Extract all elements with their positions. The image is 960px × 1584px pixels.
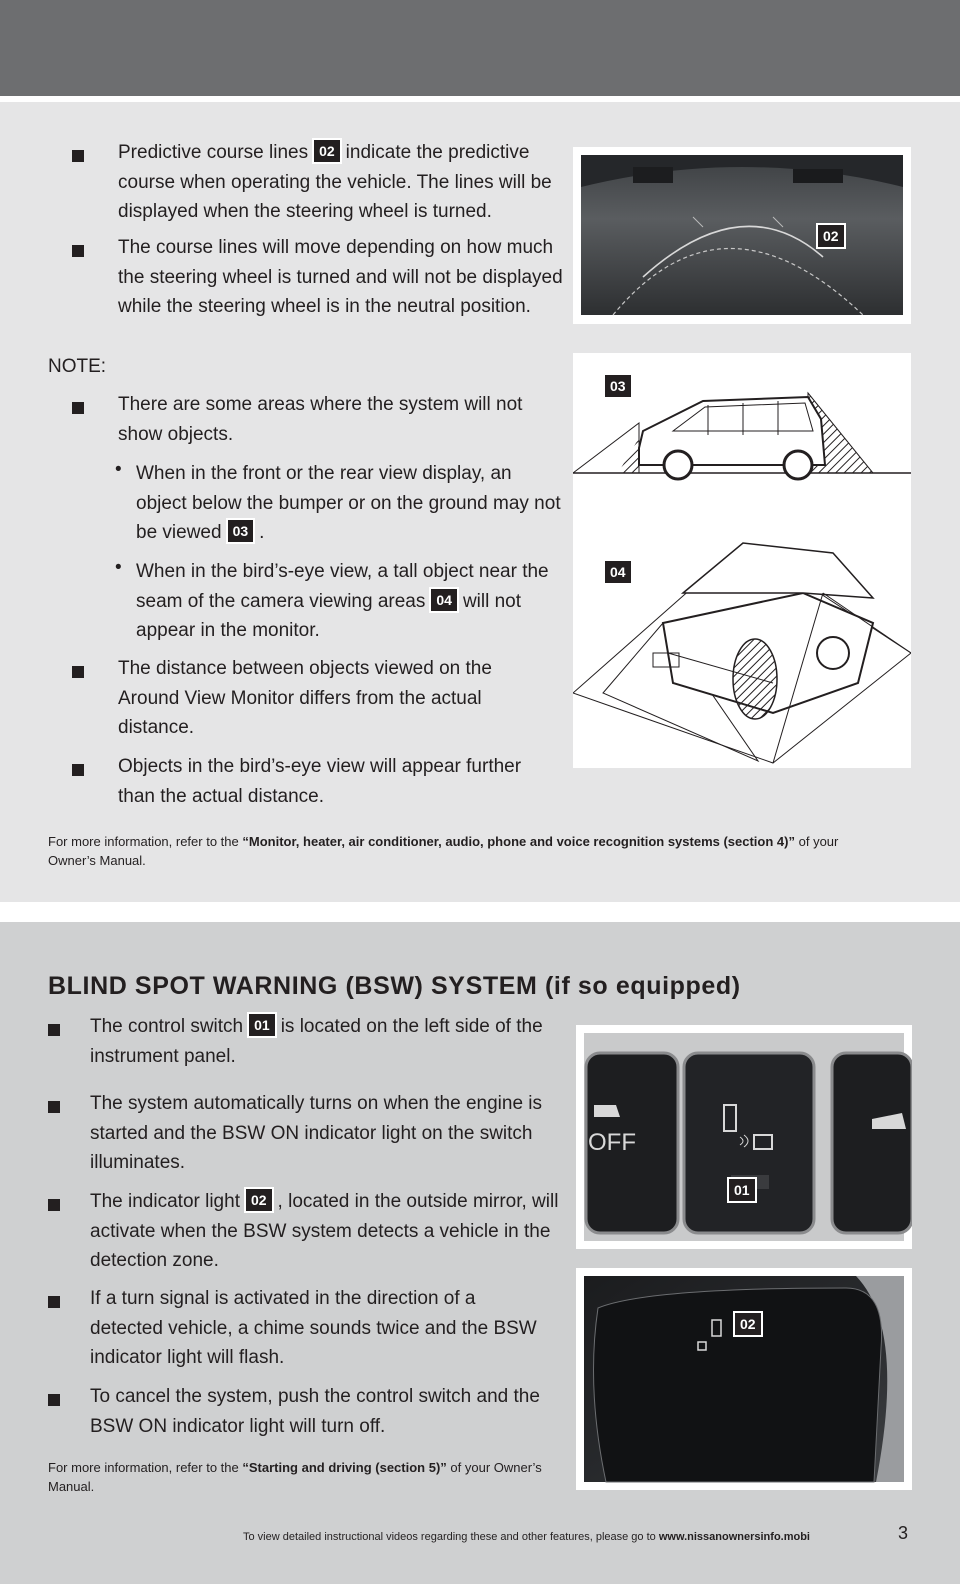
footer-url-link[interactable]: www.nissanownersinfo.mobi [658, 1531, 810, 1543]
footer-text: To view detailed instructional videos re… [243, 1531, 656, 1543]
more-info-text: For more information, refer to the [48, 834, 239, 849]
bullet-text: Predictive course lines [118, 142, 309, 163]
note-label: NOTE: [48, 356, 107, 377]
side-view-diagram-frame: 03 04 [571, 353, 912, 768]
callout-badge: 04 [603, 559, 633, 585]
sub-bullet-front-rear: When in the front or the rear view displ… [136, 459, 561, 548]
callout-badge: 02 [816, 223, 846, 249]
callout-badge: 03 [225, 518, 256, 544]
bsw-switch-image: OFF [584, 1033, 914, 1241]
callout-badge: 01 [727, 1177, 757, 1203]
bullet-marker [48, 1101, 60, 1113]
bullet-marker [48, 1296, 60, 1308]
bullet-text: , located in the outside mirror, will ac… [90, 1191, 559, 1271]
bsw-bullet-cancel: To cancel the system, push the control s… [90, 1386, 540, 1437]
bsw-bullet-auto-on: The system automatically turns on when t… [90, 1093, 543, 1173]
bullet-marker [48, 1024, 60, 1036]
callout-badge: 02 [243, 1187, 274, 1213]
bullet-marker [48, 1394, 60, 1406]
bullet-marker [72, 764, 84, 776]
page-number: 3 [898, 1523, 909, 1543]
more-info-text: For more information, refer to the [48, 1460, 239, 1475]
sub-bullet-text: When in the front or the rear view displ… [136, 463, 561, 543]
callout-badge: 02 [733, 1311, 763, 1337]
bsw-bullet-turn-signal: If a turn signal is activated in the dir… [90, 1288, 537, 1368]
bullet-marker [72, 666, 84, 678]
more-info-text: of your Owner’s Manual. [48, 1460, 542, 1494]
sub-bullet-birds-eye: When in the bird’s-eye view, a tall obje… [136, 557, 566, 646]
more-info-section4: For more information, refer to the “Moni… [48, 832, 868, 870]
callout-badge: 03 [603, 373, 633, 399]
switch-panel-image-frame: OFF 01 [576, 1025, 914, 1249]
more-info-section5: For more information, refer to the “Star… [48, 1458, 548, 1496]
bullet-marker [72, 402, 84, 414]
bullet-marker [48, 1199, 60, 1211]
bullet-text: The indicator light [90, 1191, 240, 1212]
sub-bullet-dot: • [115, 557, 122, 578]
manual-reference: “Starting and driving (section 5)” [242, 1460, 447, 1475]
bullet-text: The control switch [90, 1016, 244, 1037]
manual-reference: “Monitor, heater, air conditioner, audio… [242, 834, 795, 849]
bsw-mirror-image [584, 1276, 904, 1483]
note-bullet-areas: There are some areas where the system wi… [118, 394, 523, 445]
bullet-marker [72, 150, 84, 162]
switch-off-label: OFF [588, 1129, 636, 1156]
sub-bullet-dot: • [115, 459, 122, 480]
section-title-bsw: BLIND SPOT WARNING (BSW) SYSTEM (if so e… [48, 972, 741, 1000]
callout-badge: 04 [429, 586, 459, 613]
sub-bullet-text: will not appear in the monitor. [136, 590, 522, 642]
bullet-marker [72, 245, 84, 257]
note-bullet-distance: The distance between objects viewed on t… [118, 658, 492, 738]
note-bullet-further: Objects in the bird’s-eye view will appe… [118, 756, 522, 807]
sub-bullet-text: . [259, 522, 265, 543]
bullet-text: is located on the left side of the instr… [90, 1016, 543, 1067]
footer-note: To view detailed instructional videos re… [0, 1531, 810, 1543]
bullet-text: indicate the predictive course when oper… [118, 142, 552, 222]
callout-badge: 01 [247, 1012, 277, 1038]
callout-badge: 02 [312, 138, 342, 164]
header-bar [0, 0, 960, 96]
rear-camera-view-image [581, 155, 903, 316]
blind-area-diagram [571, 391, 912, 764]
rear-camera-image-frame: 02 [573, 147, 911, 324]
bullet-course-lines-move: The course lines will move depending on … [118, 237, 563, 317]
more-info-text: of your Owner’s Manual. [48, 834, 839, 868]
section-divider [0, 902, 960, 922]
mirror-image-frame: 02 [576, 1268, 912, 1490]
sub-bullet-text: When in the bird’s-eye view, a tall obje… [136, 561, 549, 612]
